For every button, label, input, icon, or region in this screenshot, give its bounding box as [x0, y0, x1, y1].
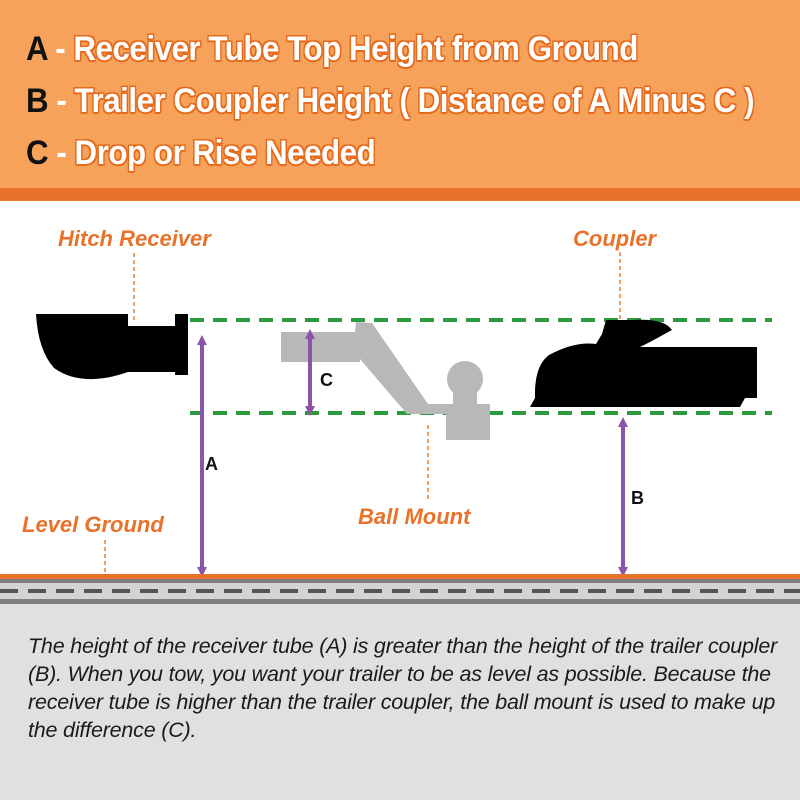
- level-ground-label: Level Ground: [22, 512, 164, 537]
- coupler-label: Coupler: [573, 226, 658, 251]
- caption-panel: [0, 604, 800, 800]
- measurement-b-label: B: [631, 488, 644, 508]
- legend-text: Trailer Coupler Height ( Distance of A M…: [74, 82, 755, 120]
- hitch-receiver-label: Hitch Receiver: [58, 226, 212, 251]
- legend-item-b: B - Trailer Coupler Height ( Distance of…: [26, 82, 754, 121]
- legend-text: Drop or Rise Needed: [74, 134, 376, 172]
- header-divider: [0, 188, 800, 201]
- legend-separator: -: [46, 30, 74, 68]
- legend-separator: -: [48, 82, 75, 120]
- legend-key: B: [26, 82, 49, 120]
- legend-item-c: C - Drop or Rise Needed: [26, 134, 376, 173]
- level-ground-strip: [0, 574, 800, 604]
- legend-text: Receiver Tube Top Height from Ground: [73, 30, 638, 68]
- measurement-c-label: C: [320, 370, 333, 390]
- measurement-a-label: A: [205, 454, 218, 474]
- legend-separator: -: [48, 134, 75, 172]
- ball-mount-label: Ball Mount: [358, 504, 472, 529]
- legend-item-a: A - Receiver Tube Top Height from Ground: [26, 30, 638, 69]
- legend-key: C: [26, 134, 49, 172]
- ball-mount-shape: [281, 322, 490, 440]
- hitch-receiver-shape: [36, 314, 188, 380]
- legend-header: A - Receiver Tube Top Height from Ground…: [0, 0, 800, 188]
- legend-key: A: [26, 30, 47, 68]
- coupler-shape: [530, 319, 757, 407]
- explanation-caption: The height of the receiver tube (A) is g…: [28, 634, 778, 742]
